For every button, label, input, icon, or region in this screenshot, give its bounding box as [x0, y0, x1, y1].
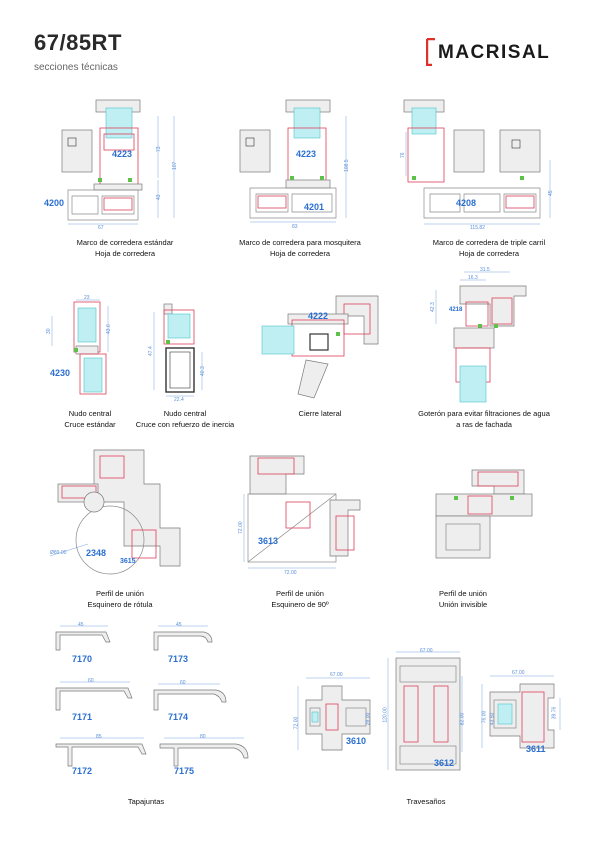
- svg-text:115.82: 115.82: [470, 225, 485, 231]
- drawing-goteron: 31.5 16.3 42.3: [430, 267, 527, 403]
- dim-3611-side: 39.76: [551, 706, 558, 720]
- dim-3612-width: 67.00: [420, 648, 433, 654]
- drawing-tapajuntas-7175: [159, 737, 249, 767]
- drawing-travesano-3611: [481, 675, 561, 749]
- code-3610: 3610: [346, 736, 367, 746]
- drawing-nudo-refuerzo: 22.4 47.4 40.3: [148, 303, 206, 403]
- drawing-tapajuntas-7174: [153, 683, 227, 711]
- code-7174: 7174: [168, 712, 189, 722]
- code-7175: 7175: [174, 766, 195, 776]
- code-7172: 7172: [72, 766, 93, 776]
- page-subtitle: secciones técnicas: [34, 62, 118, 73]
- dim-7171: 60: [88, 678, 94, 684]
- code-4223-b: 4223: [296, 149, 317, 159]
- svg-text:108.5: 108.5: [344, 159, 350, 172]
- code-2348: 2348: [86, 548, 107, 558]
- svg-text:40.3: 40.3: [200, 366, 206, 376]
- code-7170: 7170: [72, 654, 93, 664]
- drawing-tapajuntas-7173: [153, 625, 213, 651]
- caption-travesanos: Travesaños: [406, 797, 446, 806]
- brand-name: MACRISAL: [438, 42, 551, 63]
- svg-text:42.3: 42.3: [430, 302, 436, 312]
- dim-3610-height: 72.00: [293, 716, 300, 730]
- svg-text:72.00: 72.00: [284, 570, 297, 576]
- code-7173: 7173: [168, 654, 189, 664]
- drawing-marco-estandar: 67 107 73 43: [61, 99, 178, 231]
- drawing-union-invisible: [435, 469, 533, 559]
- svg-text:43: 43: [156, 194, 162, 200]
- dim-3612-height: 120.00: [382, 707, 389, 723]
- dim-3611-height: 76.00: [481, 710, 488, 724]
- svg-text:76: 76: [400, 152, 406, 158]
- dim-7173: 45: [176, 622, 182, 628]
- svg-text:45: 45: [548, 190, 554, 196]
- brand-logo: MACRISAL: [426, 34, 566, 70]
- drawing-travesano-3612: [387, 651, 463, 771]
- svg-text:83: 83: [292, 224, 298, 230]
- dim-3610-width: 67.00: [330, 672, 343, 678]
- page-title: 67/85RT: [34, 30, 122, 55]
- drawing-marco-triple: 115.82 76 45: [400, 99, 554, 231]
- code-3615: 3615: [120, 558, 136, 565]
- caption-goteron: Goterón para evitar filtraciones de agua…: [418, 409, 550, 429]
- svg-text:23: 23: [84, 295, 90, 301]
- drawing-esquinero-rotula: Ø89.00: [49, 449, 181, 575]
- code-3613: 3613: [258, 536, 279, 546]
- svg-text:43.6: 43.6: [106, 324, 112, 334]
- code-3611: 3611: [526, 744, 546, 754]
- code-7171: 7171: [72, 712, 93, 722]
- svg-text:107: 107: [172, 161, 178, 170]
- dim-3611-mid: 43.50: [489, 712, 496, 726]
- drawing-tapajuntas-7171: [55, 681, 133, 711]
- code-4222: 4222: [308, 311, 329, 321]
- drawing-tapajuntas-7170: [55, 625, 111, 651]
- drawing-tapajuntas-7172: [55, 737, 147, 767]
- svg-text:67: 67: [98, 225, 104, 231]
- logo-mark-icon: [426, 38, 435, 66]
- caption-tapajuntas: Tapajuntas: [127, 797, 165, 806]
- dim-7170: 45: [78, 622, 84, 628]
- code-4201: 4201: [304, 202, 325, 212]
- dim-7172: 85: [96, 734, 102, 740]
- code-4208: 4208: [456, 198, 477, 208]
- svg-text:72.00: 72.00: [238, 521, 244, 534]
- svg-text:22.4: 22.4: [174, 397, 184, 403]
- svg-text:Ø89.00: Ø89.00: [50, 550, 67, 556]
- dim-7175: 80: [200, 734, 206, 740]
- dim-3611-width: 67.00: [512, 670, 525, 676]
- code-3612: 3612: [434, 758, 455, 768]
- svg-text:73: 73: [156, 146, 162, 152]
- drawing-esquinero-90: 72.00 72.00: [238, 455, 361, 576]
- code-4230: 4230: [50, 368, 71, 378]
- code-4223: 4223: [112, 149, 133, 159]
- svg-text:30: 30: [46, 328, 52, 334]
- svg-text:16.3: 16.3: [468, 275, 478, 281]
- drawing-marco-mosquitera: 83 108.5: [239, 99, 350, 230]
- svg-text:47.4: 47.4: [148, 346, 154, 356]
- drawing-cierre-lateral: [261, 295, 379, 399]
- dim-7174: 60: [180, 680, 186, 686]
- dim-3610-inner: 28.00: [365, 712, 372, 726]
- code-4218: 4218: [449, 307, 463, 313]
- caption-cierre-lateral: Cierre lateral: [298, 409, 342, 418]
- code-4200: 4200: [44, 198, 65, 208]
- drawing-nudo-estandar: 23 30 43.6: [46, 295, 112, 395]
- svg-text:31.5: 31.5: [480, 267, 490, 273]
- dim-3612-inner: 82.00: [459, 712, 466, 726]
- drawing-travesano-3610: [297, 677, 371, 751]
